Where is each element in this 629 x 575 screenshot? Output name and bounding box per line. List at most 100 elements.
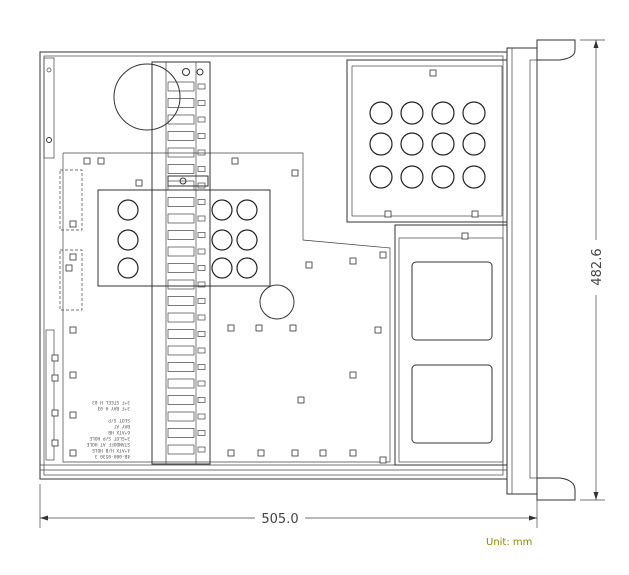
- motherboard-tray: [62, 152, 391, 463]
- center-bar-slot: [167, 395, 195, 405]
- mounting-square: [429, 69, 437, 77]
- center-bar-slot: [167, 279, 195, 290]
- center-bar-slots: [167, 81, 206, 455]
- board-text-line: 4B-080-0530 3: [94, 453, 130, 459]
- mounting-square: [471, 210, 479, 218]
- rear-screw: [46, 137, 52, 143]
- center-bar-slot: [167, 296, 195, 306]
- mounting-square: [374, 326, 382, 334]
- center-bar-slot: [167, 362, 195, 372]
- board-text-line: BAY AT: [113, 423, 130, 429]
- drive-bay-inner: [398, 237, 504, 463]
- width-dimension: 505.0: [39, 484, 538, 528]
- center-bar-slot: [167, 444, 195, 455]
- center-bar-tab: [197, 298, 206, 304]
- center-bar-slot: [167, 411, 195, 422]
- top-handle-ear: [536, 39, 576, 61]
- center-bar-tab: [197, 397, 206, 403]
- mounting-square: [349, 449, 357, 457]
- board-text-line: STANDOFF AT HOLE: [86, 441, 130, 447]
- center-support-bar: [151, 61, 211, 465]
- center-bar-tab: [197, 413, 206, 420]
- mounting-square: [97, 157, 105, 165]
- center-bar-slot: [167, 263, 195, 273]
- mounting-square: [51, 409, 59, 417]
- mounting-square: [461, 232, 469, 240]
- mounting-square: [227, 324, 235, 332]
- center-bar-tab: [197, 331, 206, 337]
- mounting-square: [51, 354, 59, 362]
- fan-bracket-holes: [117, 199, 258, 279]
- mounting-square: [135, 179, 143, 187]
- center-bar-tab: [197, 133, 206, 139]
- rear-screw: [46, 67, 52, 73]
- center-bar-slot: [167, 329, 195, 339]
- mounting-square: [227, 449, 235, 457]
- rear-io-strip: [45, 329, 55, 461]
- mounting-square: [319, 449, 327, 457]
- center-bar-slot: [167, 98, 195, 108]
- mounting-square: [349, 257, 357, 265]
- center-bar-tab: [197, 380, 206, 387]
- center-bar-slot: [167, 114, 195, 125]
- mounting-square: [51, 374, 59, 382]
- front-bezel-strip: [529, 59, 538, 479]
- rear-panel-strip: [43, 57, 55, 159]
- board-text-line: 3*F BAY H 03: [97, 405, 130, 411]
- center-bar-slot: [167, 428, 195, 438]
- center-bar-tab: [197, 215, 206, 222]
- center-bar-tab: [197, 116, 206, 123]
- center-bar-hole: [196, 68, 204, 76]
- center-bar-slot: [167, 81, 195, 92]
- center-bar-slot: [167, 164, 195, 174]
- center-bar-hole: [182, 68, 190, 76]
- drive-bay-opening: [411, 261, 493, 341]
- center-bar-tab: [197, 149, 206, 156]
- center-bar-tab: [197, 281, 206, 288]
- mounting-square: [83, 157, 91, 165]
- board-text-line: 4*ATX H/B HOLE: [92, 447, 130, 453]
- mounting-square: [257, 449, 265, 457]
- mounting-square: [69, 253, 77, 261]
- center-bar-slot: [167, 197, 195, 207]
- hdd-cage-inner: [351, 65, 503, 217]
- center-bar-tab: [197, 430, 206, 436]
- mounting-square: [384, 210, 392, 218]
- center-bar-slot: [167, 213, 195, 224]
- mounting-square: [291, 449, 299, 457]
- mounting-square: [69, 411, 77, 419]
- center-bar-tab: [197, 347, 206, 354]
- mounting-square: [379, 251, 387, 259]
- mounting-square: [69, 449, 77, 457]
- width-label: 505.0: [261, 512, 298, 527]
- dashed-outline: [59, 249, 83, 311]
- mounting-markers: [51, 69, 479, 464]
- center-bar-tab: [197, 265, 206, 271]
- mounting-square: [291, 169, 299, 177]
- center-bar-slot: [167, 230, 195, 240]
- mounting-square: [289, 324, 297, 332]
- mounting-square: [379, 456, 387, 464]
- center-bar-slot: [167, 147, 195, 158]
- mounting-square: [69, 220, 77, 228]
- board-text-line: 3*F STEEL H 03: [92, 399, 130, 405]
- bottom-handle-ear: [536, 477, 576, 501]
- center-bar-slot: [167, 180, 195, 191]
- dashed-outline: [59, 169, 83, 231]
- center-bar-slot: [167, 131, 195, 141]
- fan-opening: [113, 63, 181, 131]
- mounting-square: [349, 371, 357, 379]
- front-bezel: [506, 47, 538, 495]
- mounting-square: [69, 371, 77, 379]
- board-text-block: 4B-080-0530 3 4*ATX H/B HOLE STANDOFF AT…: [86, 399, 130, 459]
- center-bar-tab: [197, 83, 206, 90]
- mounting-square: [65, 264, 73, 272]
- board-text-line: SLOT S/P: [108, 417, 130, 423]
- center-bar-tab: [197, 100, 206, 106]
- drive-bay-opening: [411, 364, 493, 444]
- center-bar-tab: [197, 232, 206, 238]
- mounting-square: [305, 261, 313, 269]
- center-bar-slot: [167, 378, 195, 389]
- center-bar-tab: [197, 314, 206, 321]
- center-bar-tab: [197, 182, 206, 189]
